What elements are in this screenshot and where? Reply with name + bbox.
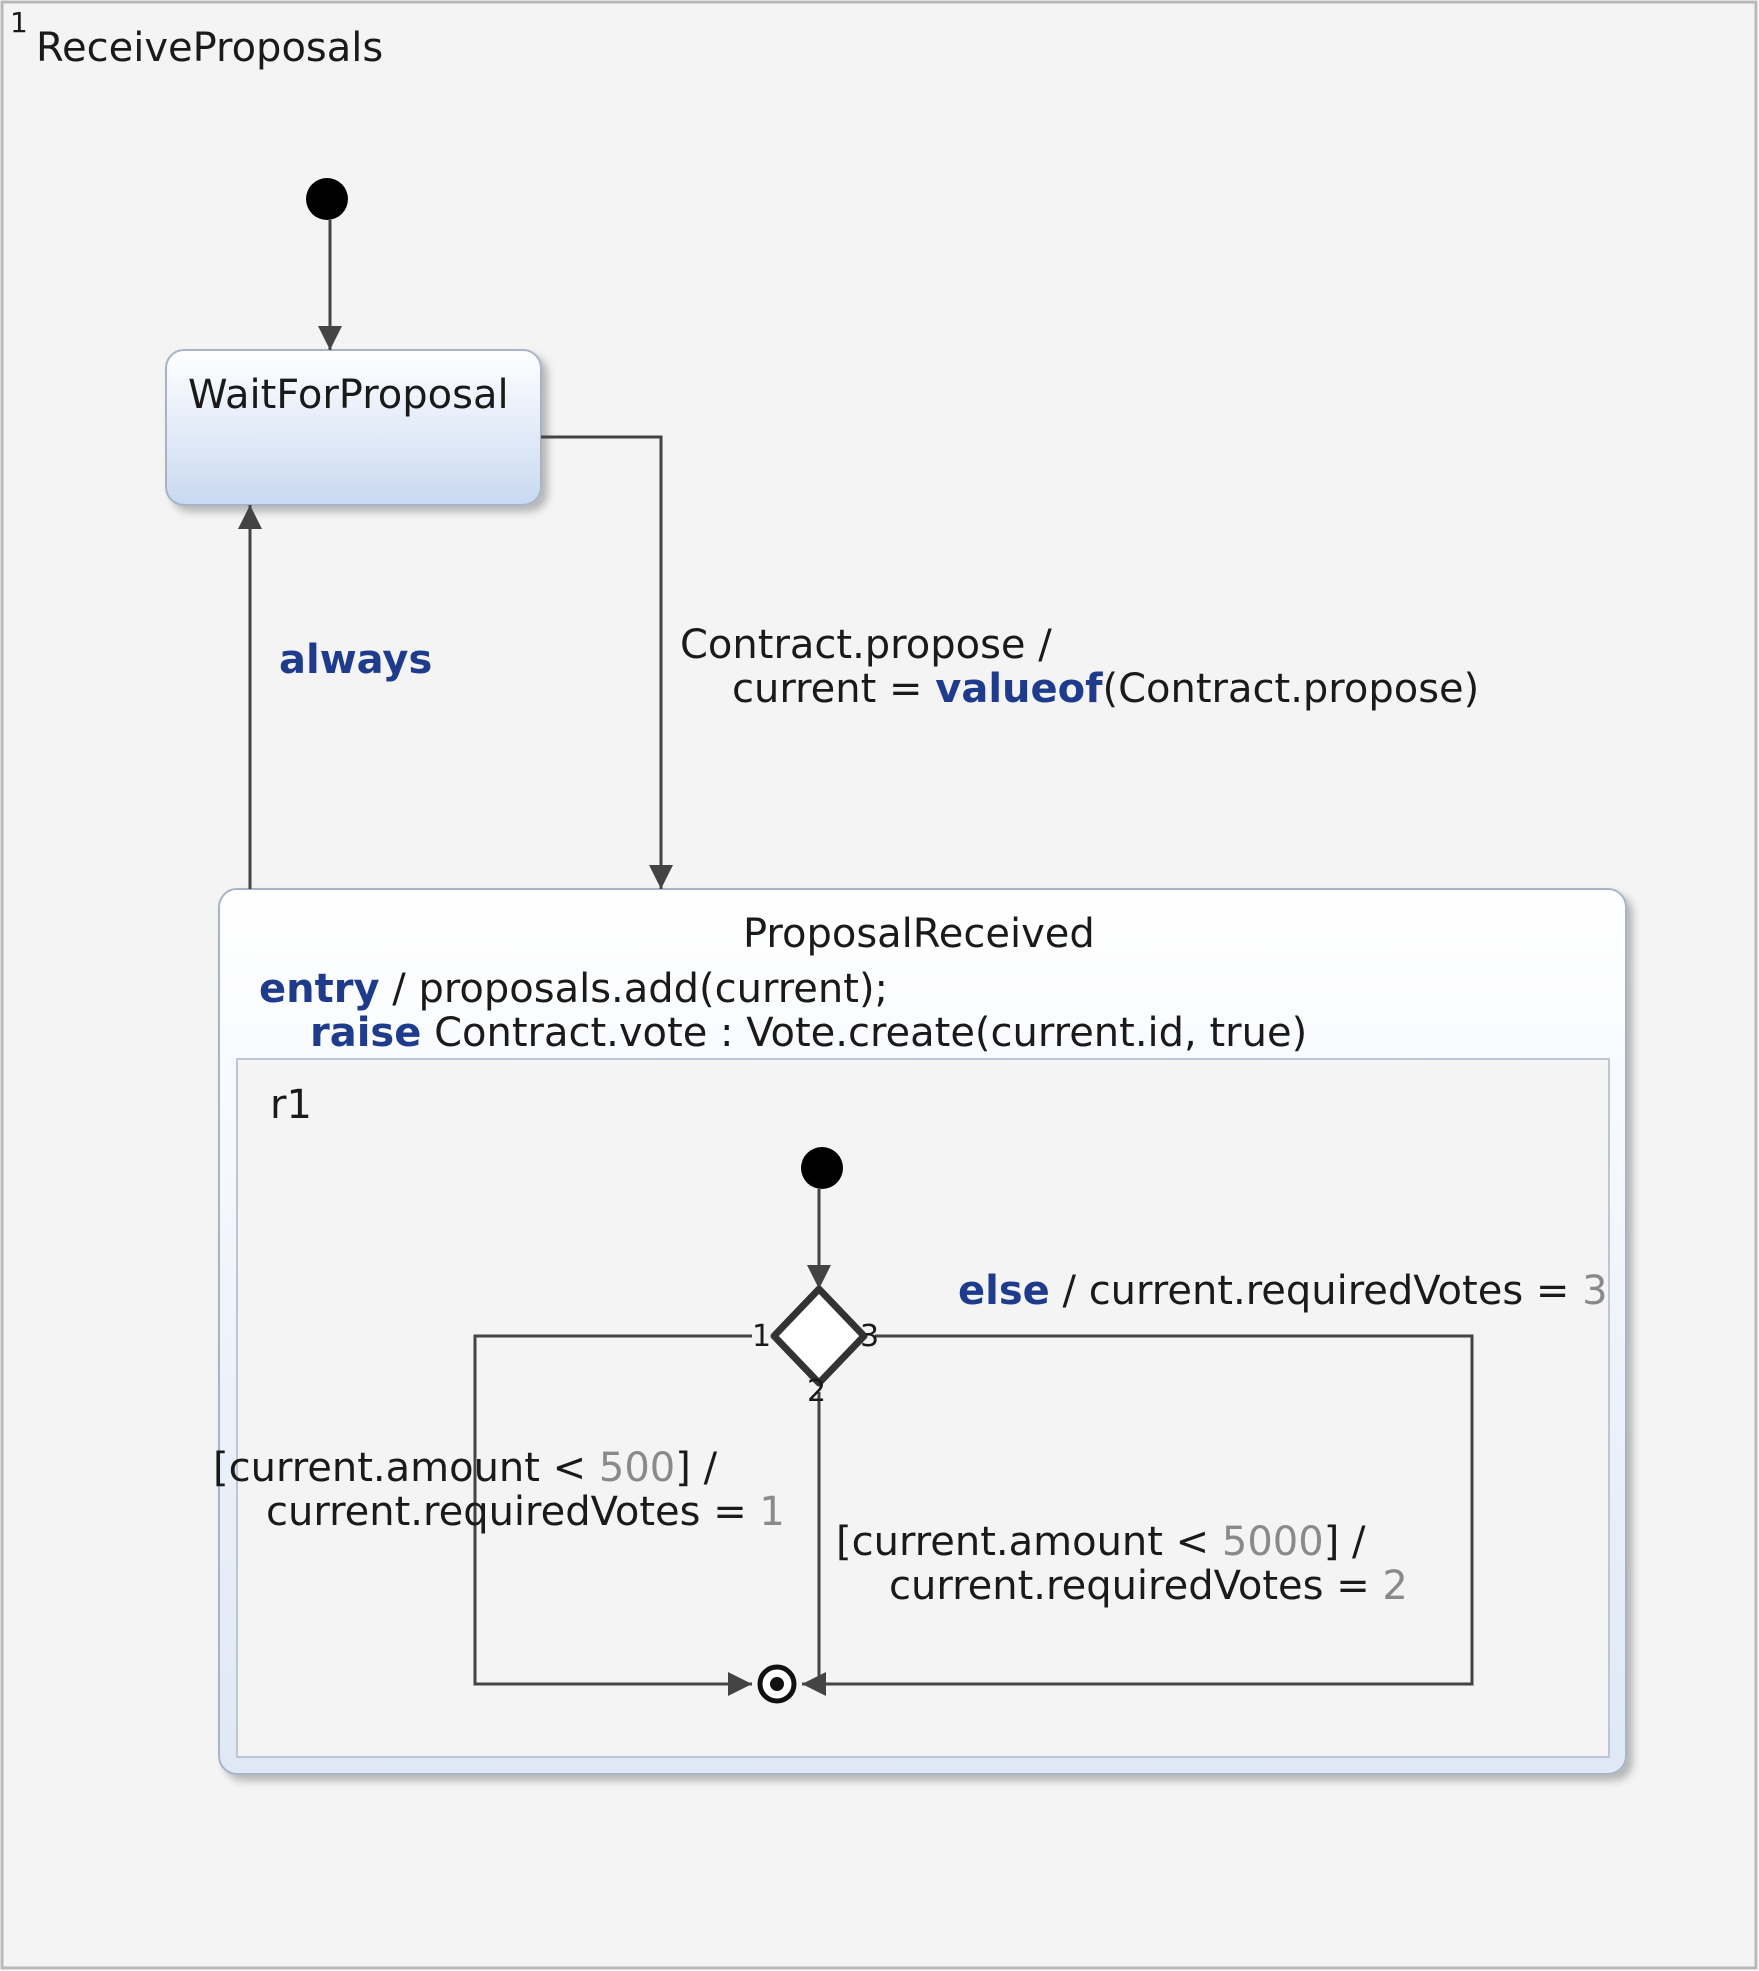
propose-arg: (Contract.propose) xyxy=(1102,666,1480,712)
transition-choice-3[interactable] xyxy=(802,1334,1474,1696)
propose-assign: current = xyxy=(732,666,936,712)
else-value: 3 xyxy=(1582,1268,1608,1314)
initial-state-outer[interactable] xyxy=(306,178,348,220)
c1-guard-num: 500 xyxy=(598,1445,676,1491)
state-received-label: ProposalReceived xyxy=(743,911,1095,957)
initial-state-inner[interactable] xyxy=(801,1147,843,1189)
c1-value: 1 xyxy=(759,1489,785,1535)
entry-text: / proposals.add(current); xyxy=(379,966,889,1012)
transition-choice-3-label: else / current.requiredVotes = 3 xyxy=(958,1268,1608,1314)
final-state-core xyxy=(770,1677,784,1691)
transition-propose[interactable] xyxy=(541,435,673,889)
raise-action: raise Contract.vote : Vote.create(curren… xyxy=(310,1010,1307,1056)
c2-guard-pre: [current.amount < xyxy=(836,1519,1222,1565)
raise-text: Contract.vote : Vote.create(current.id, … xyxy=(421,1010,1308,1056)
region-index: 1 xyxy=(10,6,28,39)
c2-guard-post: ] / xyxy=(1323,1519,1366,1565)
transition-choice-1[interactable] xyxy=(473,1334,752,1696)
choice-node[interactable] xyxy=(770,1285,868,1387)
c1-guard-post: ] / xyxy=(675,1445,718,1491)
transition-always-label: always xyxy=(279,637,433,683)
c1-guard-pre: [current.amount < xyxy=(213,1445,599,1491)
transition-propose-label-1: Contract.propose / xyxy=(680,622,1052,668)
transition-choice-2-label-2: current.requiredVotes = 2 xyxy=(889,1563,1408,1609)
entry-keyword: entry xyxy=(259,966,380,1012)
c1-assign: current.requiredVotes = xyxy=(266,1489,760,1535)
raise-keyword: raise xyxy=(310,1010,422,1056)
choice-port-1: 1 xyxy=(752,1319,772,1354)
c2-value: 2 xyxy=(1382,1563,1408,1609)
region-r1-label: r1 xyxy=(270,1082,312,1128)
valueof-keyword: valueof xyxy=(935,666,1103,712)
region-r1[interactable] xyxy=(236,1058,1610,1758)
choice-port-2: 2 xyxy=(807,1374,827,1409)
c2-guard-num: 5000 xyxy=(1221,1519,1324,1565)
entry-action: entry / proposals.add(current); xyxy=(259,966,888,1012)
transition-choice-2-label-1: [current.amount < 5000] / xyxy=(836,1519,1366,1565)
region-title: ReceiveProposals xyxy=(36,25,384,71)
c2-assign: current.requiredVotes = xyxy=(889,1563,1383,1609)
state-wait-for-proposal[interactable] xyxy=(165,349,542,506)
transition-propose-label-2: current = valueof(Contract.propose) xyxy=(732,666,1479,712)
transition-choice-1-label-2: current.requiredVotes = 1 xyxy=(266,1489,785,1535)
transition-choice-1-label-1: [current.amount < 500] / xyxy=(213,1445,717,1491)
else-text: / current.requiredVotes = xyxy=(1049,1268,1583,1314)
state-wait-label: WaitForProposal xyxy=(188,372,509,418)
choice-port-3: 3 xyxy=(860,1319,880,1354)
else-keyword: else xyxy=(958,1268,1050,1314)
